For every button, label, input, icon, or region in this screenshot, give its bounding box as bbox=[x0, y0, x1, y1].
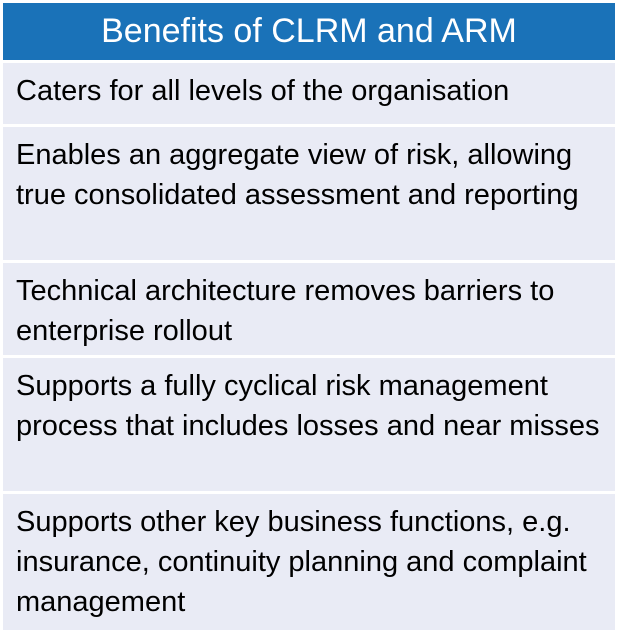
table-row: Enables an aggregate view of risk, allow… bbox=[3, 127, 615, 263]
table-row: Supports a fully cyclical risk managemen… bbox=[3, 358, 615, 494]
table-row: Supports other key business functions, e… bbox=[3, 494, 615, 630]
table-row: Technical architecture removes barriers … bbox=[3, 263, 615, 358]
benefits-table: Benefits of CLRM and ARM Caters for all … bbox=[3, 3, 615, 630]
table-row: Caters for all levels of the organisatio… bbox=[3, 63, 615, 127]
table-header: Benefits of CLRM and ARM bbox=[3, 3, 615, 63]
